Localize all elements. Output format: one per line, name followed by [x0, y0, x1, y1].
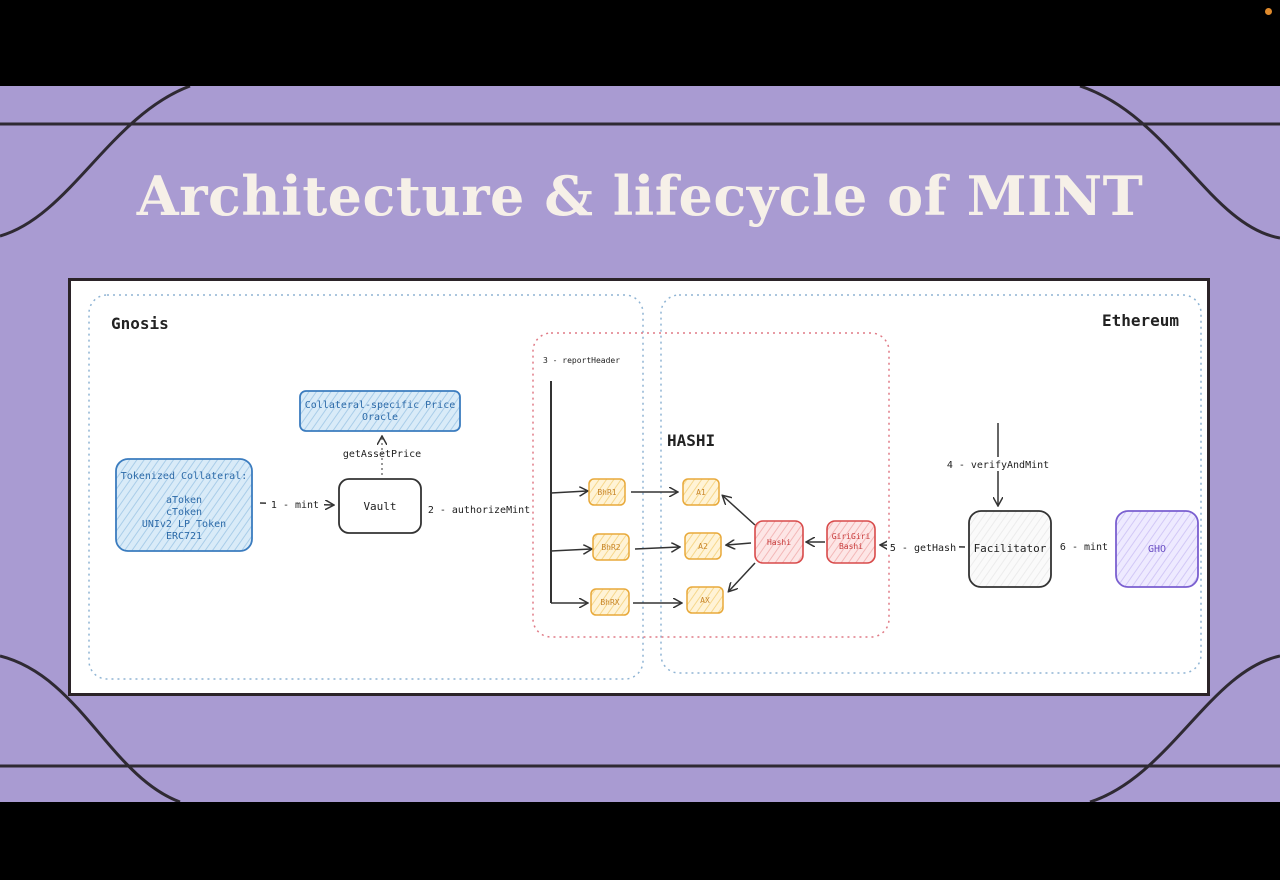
recording-indicator: [1265, 8, 1272, 15]
verify-and-mint-4-label-bg: [945, 457, 1051, 471]
slide: Architecture & lifecycle of MINT: [0, 86, 1280, 802]
hashi-node: Hashi: [754, 520, 804, 564]
ax-node: AX: [686, 586, 724, 614]
bhr2-label: BhR2: [601, 543, 620, 552]
a1-node: A1: [682, 478, 720, 506]
bhr1-label: BhR1: [597, 488, 616, 497]
diagram-canvas: Gnosis Ethereum HASHI Tokenized Collater…: [88, 294, 1202, 680]
to-bhr1-arrow: [550, 491, 587, 493]
mint-1-label-bg: [266, 497, 324, 511]
vault-node: Vault: [338, 478, 422, 534]
bhr2-node: BhR2: [592, 533, 630, 561]
mint-6-label: 6 - mint: [1060, 542, 1108, 553]
bhr1-node: BhR1: [588, 478, 626, 506]
vault-label: Vault: [363, 500, 396, 513]
a2-label: A2: [698, 542, 708, 551]
gho-node: GHO: [1115, 510, 1199, 588]
authorize-mint-2-label: 2 - authorizeMint: [428, 505, 530, 516]
ethereum-label: Ethereum: [1102, 311, 1179, 330]
get-hash-5-label: 5 - getHash: [890, 543, 956, 554]
bhrx-node: BhRX: [590, 588, 630, 616]
gho-label: GHO: [1148, 544, 1166, 555]
girigiri-label-line1: GiriGiri: [832, 532, 871, 541]
report-header-3-label: 3 - reportHeader: [543, 356, 620, 365]
girigiri-label-line2: Bashi: [839, 542, 863, 551]
hashi-to-ax-arrow: [729, 562, 756, 591]
oracle-label-line1: Collateral-specific Price: [305, 400, 456, 411]
collateral-item: ERC721: [166, 531, 202, 542]
gnosis-label: Gnosis: [111, 314, 169, 333]
slide-decoration: [0, 86, 1280, 802]
mint-1-label: 1 - mint: [271, 500, 319, 511]
a2-node: A2: [684, 532, 722, 560]
ethereum-region: [660, 294, 1202, 674]
collateral-title: Tokenized Collateral:: [121, 471, 247, 482]
tokenized-collateral-node: Tokenized Collateral: aToken cToken UNIv…: [115, 458, 253, 552]
hashi-to-a1-arrow: [723, 496, 756, 526]
top-letterbox: [0, 0, 1280, 86]
hashi-region: [532, 332, 890, 638]
oracle-label-line2: Oracle: [362, 412, 398, 423]
collateral-item: UNIv2 LP Token: [142, 519, 226, 530]
hashi-node-label: Hashi: [767, 538, 791, 547]
bhr2-to-a2-arrow: [634, 547, 679, 549]
get-asset-price-label: getAssetPrice: [343, 449, 421, 460]
hashi-label: HASHI: [667, 431, 715, 450]
get-hash-5-label-bg: [887, 540, 959, 554]
facilitator-label: Facilitator: [974, 542, 1047, 555]
bhrx-label: BhRX: [600, 598, 619, 607]
ax-label: AX: [700, 596, 710, 605]
collateral-item: cToken: [166, 507, 202, 518]
girigiri-bashi-node: GiriGiri Bashi: [826, 520, 876, 564]
a1-label: A1: [696, 488, 706, 497]
price-oracle-node: Collateral-specific Price Oracle: [299, 390, 461, 432]
slide-title: Architecture & lifecycle of MINT: [136, 164, 1144, 228]
gnosis-region: [88, 294, 644, 680]
architecture-diagram: Gnosis Ethereum HASHI Tokenized Collater…: [68, 278, 1210, 696]
collateral-item: aToken: [166, 495, 202, 506]
bottom-letterbox: [0, 802, 1280, 880]
to-bhr2-arrow: [550, 549, 591, 551]
verify-and-mint-4-label: 4 - verifyAndMint: [947, 460, 1049, 471]
facilitator-node: Facilitator: [968, 510, 1052, 588]
hashi-to-a2-arrow: [727, 543, 752, 545]
